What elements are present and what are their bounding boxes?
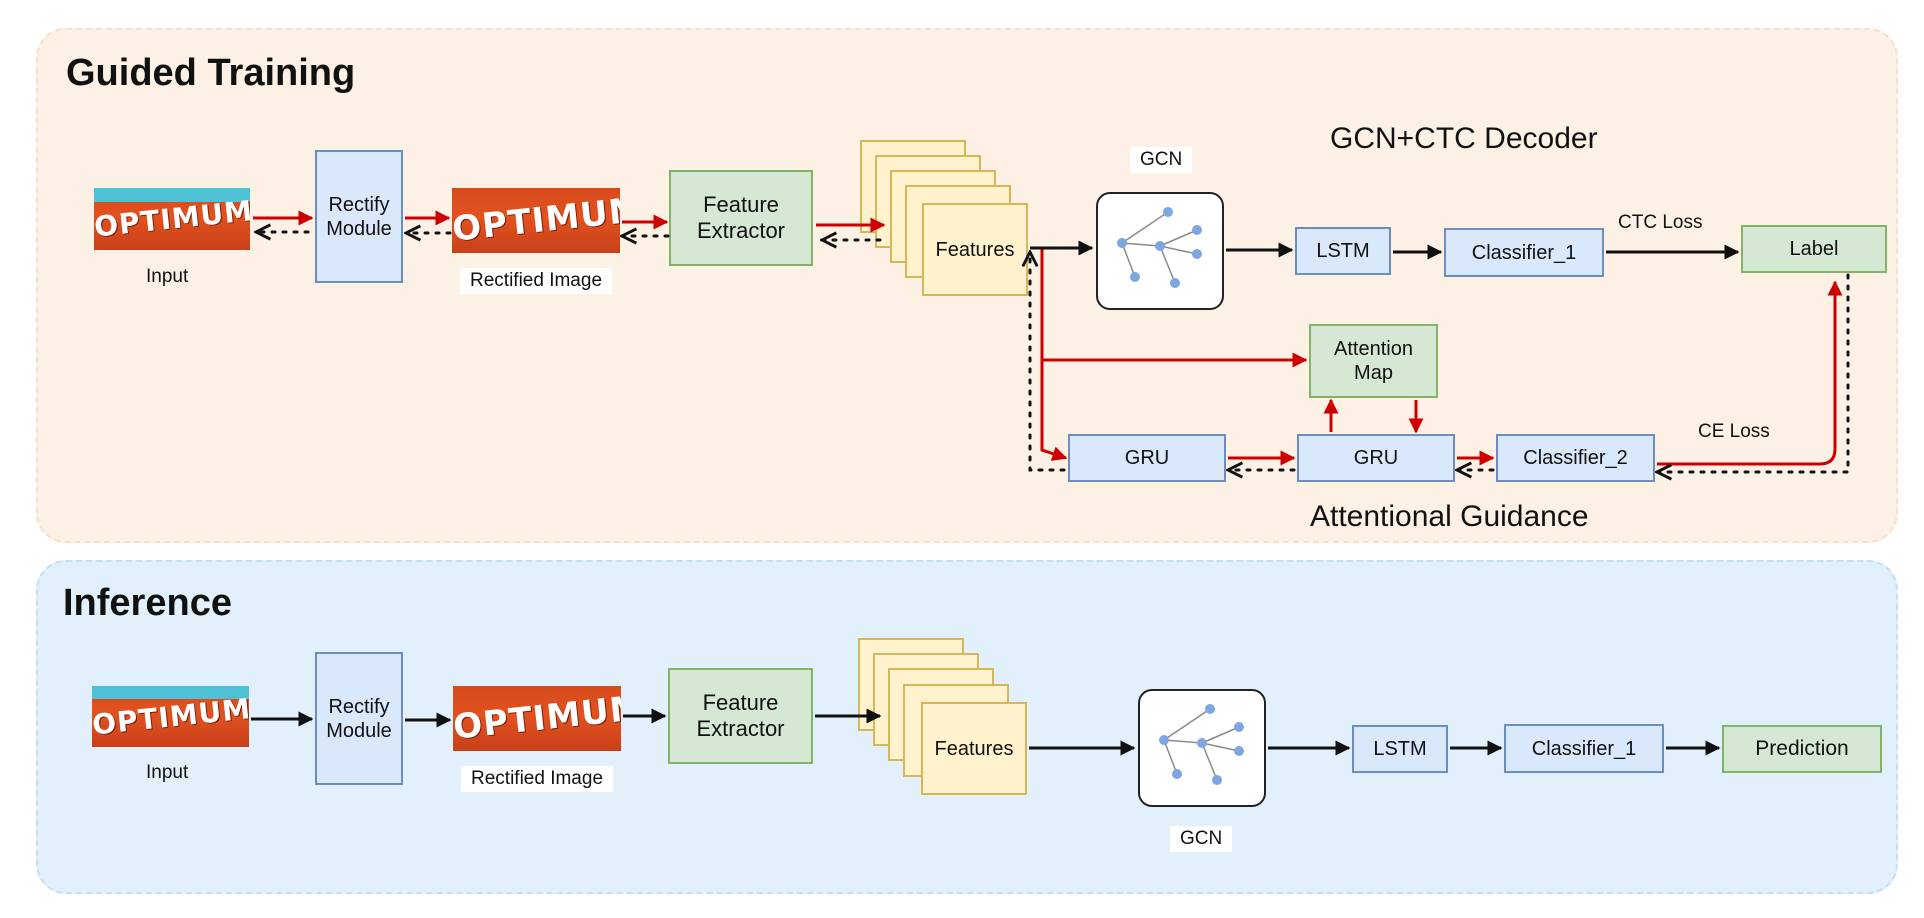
ctc-loss-label: CTC Loss [1618,212,1703,233]
label-box: Label [1741,225,1887,273]
guided-training-title: Guided Training [66,52,356,94]
arrow-features-to-gru-1 [1040,360,1068,461]
rectified-image-label: Rectified Image [460,268,613,294]
inference-rectified-image: OPTIMUM [453,686,621,751]
feature-extractor: Feature Extractor [669,170,813,266]
inference-gcn-box [1138,689,1266,807]
prediction-box: Prediction [1722,725,1882,773]
inference-input-image: OPTIMUM [92,686,249,747]
inference-graph-icon [1159,704,1244,785]
gru-2-box: GRU [1297,434,1455,482]
classifier-2-box: Classifier_2 [1496,434,1655,482]
classifier-1-box: Classifier_1 [1444,228,1604,277]
inference-classifier-1-box: Classifier_1 [1504,724,1664,773]
inference-input-label: Input [146,762,189,783]
inference-lstm-box: LSTM [1352,725,1448,773]
inference-title: Inference [63,582,232,624]
inference-rectified-image-label: Rectified Image [461,766,614,792]
features-box: Features [922,203,1028,296]
gcn-ctc-decoder-title: GCN+CTC Decoder [1330,122,1598,155]
rectify-module: Rectify Module [315,150,403,283]
inference-rectify-module: Rectify Module [315,652,403,785]
gcn-label: GCN [1130,147,1193,173]
inference-feature-extractor: Feature Extractor [668,668,813,764]
arrow-classifier-2-to-label [1657,280,1843,466]
rectified-image: OPTIMUM [452,188,620,253]
back-arrow-gru-1-to-features [1030,252,1066,472]
inference-features-box: Features [921,702,1027,795]
back-arrow-label-to-classifier-2 [1657,273,1850,472]
lstm-box: LSTM [1295,227,1391,275]
gru-1-box: GRU [1068,434,1226,482]
inference-gcn-label: GCN [1170,826,1233,852]
gcn-box [1096,192,1224,310]
graph-icon [1117,207,1202,288]
arrow-features-to-attention [1040,248,1308,368]
attention-map-box: Attention Map [1309,324,1438,398]
input-label: Input [146,266,189,287]
input-image: OPTIMUM [94,188,250,250]
ce-loss-label: CE Loss [1698,421,1770,442]
attentional-guidance-title: Attentional Guidance [1310,500,1589,533]
